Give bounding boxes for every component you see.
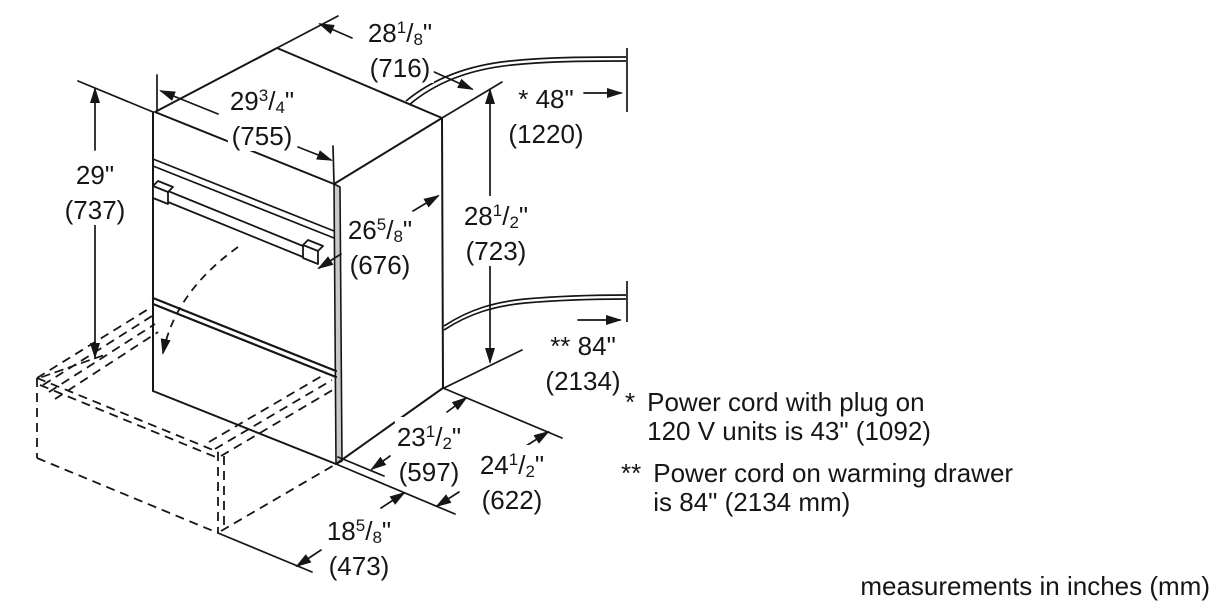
drawer-handle <box>152 180 324 265</box>
ext-top-left <box>77 80 154 113</box>
units-note: measurements in inches (mm) <box>860 571 1210 601</box>
ext-right-bottom-corner <box>443 349 523 389</box>
dim-inches: 281/2" <box>463 201 529 232</box>
unit-cabinet <box>151 47 444 465</box>
drawer-left-side-top-4 <box>54 331 159 400</box>
dim-mm: (737) <box>64 195 126 225</box>
power-cord-top-b <box>408 60 627 106</box>
dim-1858-seg-low <box>295 549 322 568</box>
drawer-swing-arc <box>160 246 239 355</box>
drawer-right-side-top-2 <box>214 379 333 450</box>
dim-mm: (2134) <box>545 366 621 396</box>
drawer-front-top-b <box>39 384 219 459</box>
panel-line-1 <box>152 158 335 232</box>
footnote-power-cord-warming-drawer: ** Power cord on warming drawer is 84" (… <box>621 459 1013 517</box>
dim-1858-seg-high <box>380 491 406 509</box>
ext-bottom-corner-1b <box>337 456 385 477</box>
dim-2658-seg-left <box>317 253 342 270</box>
tick-topwidth-right <box>332 145 335 185</box>
dim-2312-seg-low <box>370 455 391 471</box>
dimension-lines <box>41 15 623 573</box>
power-cords <box>405 48 628 331</box>
power-cord-bottom-a <box>443 294 627 327</box>
ext-29-bottom-dashed <box>41 353 108 378</box>
ext-top-right <box>441 81 503 119</box>
dim-inches: 231/2" <box>396 422 462 453</box>
dim-mm: (473) <box>328 551 390 581</box>
footnote-marker: ** <box>621 458 642 488</box>
ext-bottom-corner-1 <box>335 463 456 515</box>
swing-arrow <box>160 246 239 355</box>
footnote-text: Power cord on warming drawer is 84" (213… <box>653 458 1014 517</box>
dim-2658-seg-right <box>412 194 440 212</box>
unit-right-bottom-edge <box>335 387 444 465</box>
dim-label-top-width: 293/4" (755) <box>227 81 297 151</box>
dim-label-front-height: 265/8" (676) <box>346 210 414 280</box>
ext-apex <box>276 15 339 49</box>
dim-inches: ** 84" <box>550 331 616 361</box>
dim-2934-seg-right <box>297 146 333 161</box>
drawer-bottom-right-edge <box>220 463 337 532</box>
footnote-power-cord-plug: * Power cord with plug on 120 V units is… <box>625 388 931 446</box>
pulled-drawer-dashed <box>36 307 337 534</box>
dim-2412-seg-high <box>525 430 550 447</box>
dim-inches: 265/8" <box>347 215 413 246</box>
handle-right-cap <box>302 239 324 265</box>
dim-label-overall-depth: 241/2" (622) <box>477 445 547 515</box>
dim-inches: * 48" <box>518 84 574 114</box>
dim-label-top-depth: 281/8" (716) <box>365 13 435 83</box>
dim-label-cabinet-depth: 231/2" (597) <box>394 417 464 487</box>
ext-bottom-corner-2 <box>442 387 563 439</box>
drawer-bottom-left-edge <box>36 457 219 534</box>
dim-label-right-height: 281/2" (723) <box>461 196 531 266</box>
drawer-left-side-top-3 <box>48 323 156 393</box>
dim-label-left-height: 29" (737) <box>62 155 128 225</box>
drawer-front-bottom-a <box>151 296 338 373</box>
dim-inches: 241/2" <box>479 450 545 481</box>
dim-2312-seg-high <box>446 396 468 413</box>
dim-inches: 281/8" <box>367 18 433 49</box>
dim-label-cord-top: * 48" (1220) <box>506 79 585 149</box>
dim-mm: (755) <box>231 121 293 151</box>
dim-2818-seg-right <box>431 70 474 90</box>
dim-2412-seg-low <box>435 491 460 508</box>
dim-mm: (716) <box>369 53 431 83</box>
dim-label-drawer-depth: 185/8" (473) <box>324 511 394 581</box>
panel-line-2 <box>152 165 335 239</box>
unit-front-right-edge <box>333 183 343 465</box>
dim-label-cord-bottom: ** 84" (2134) <box>543 326 622 396</box>
power-cord-bottom-b <box>443 298 627 331</box>
drawer-front-bottom-b <box>151 302 338 379</box>
drawer-front-top-a <box>36 377 219 453</box>
unit-right-edge <box>441 117 444 389</box>
dim-mm: (676) <box>349 250 411 280</box>
dim-2818-seg-left <box>318 23 353 39</box>
footnote-text: Power cord with plug on 120 V units is 4… <box>647 387 931 446</box>
dim-mm: (723) <box>465 236 527 266</box>
handle-left-cap <box>152 180 174 205</box>
drawer-right-side-top-3 <box>220 387 337 457</box>
dim-inches: 185/8" <box>326 516 392 547</box>
footnote-marker: * <box>625 387 636 417</box>
unit-front-bottom-edge <box>152 390 337 465</box>
drawer-right-side-top-1 <box>208 372 328 443</box>
dim-inches: 29" <box>75 160 115 190</box>
dim-mm: (1220) <box>508 119 584 149</box>
dim-mm: (597) <box>398 457 460 487</box>
dim-2934-seg-left <box>159 90 219 115</box>
dim-mm: (622) <box>481 485 543 515</box>
dim-inches: 293/4" <box>229 86 295 117</box>
drawer-left-side-top-1 <box>36 307 151 379</box>
drawer-left-side-top-2 <box>42 315 153 386</box>
